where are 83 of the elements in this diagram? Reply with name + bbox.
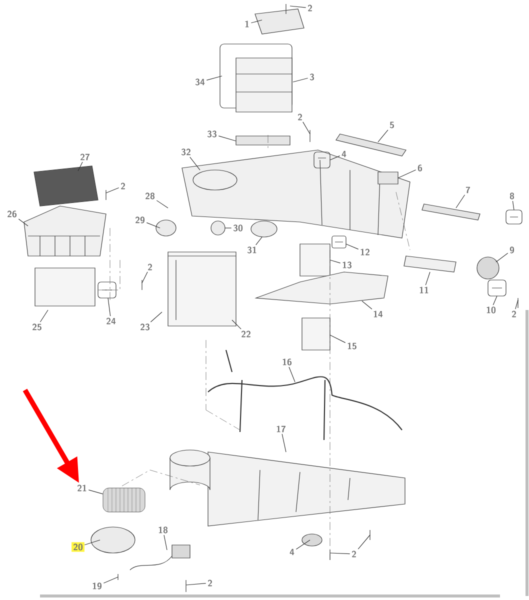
leader-line [142, 272, 148, 284]
leader-line [282, 434, 286, 452]
leader-line [296, 540, 310, 550]
callout-number: 23 [140, 324, 150, 330]
callout-number: 20 [72, 542, 84, 552]
leader-line [108, 298, 111, 316]
callout-number: 1 [245, 20, 249, 28]
callout-number: 26 [7, 210, 17, 218]
callout-number: 2 [298, 114, 302, 120]
leader-line [78, 162, 83, 172]
leader-line [218, 136, 236, 142]
leader-line [190, 156, 200, 170]
leader-line [288, 366, 296, 382]
leader-line [18, 218, 28, 226]
callout-number: 27 [80, 154, 90, 160]
callout-number: 22 [241, 330, 250, 338]
callout-number: 12 [360, 248, 370, 256]
leader-line [232, 320, 242, 330]
leader-line [512, 200, 514, 210]
leader-line [88, 490, 104, 494]
callout-number: 31 [247, 246, 256, 254]
leader-line [330, 156, 340, 160]
callout-number: 13 [342, 262, 352, 268]
leader-line [378, 130, 388, 142]
callout-number: 16 [282, 358, 292, 366]
callout-number: 30 [233, 224, 243, 232]
callout-number: 11 [420, 286, 428, 294]
leader-line [492, 296, 498, 306]
callout-number: 21 [77, 484, 86, 492]
leader-line [330, 260, 341, 264]
callout-number: 14 [374, 310, 383, 318]
callout-number: 3 [310, 74, 314, 80]
callout-number: 2 [120, 182, 125, 190]
callout-number: 10 [486, 306, 496, 314]
callout-number: 34 [195, 78, 205, 86]
callout-number: 8 [510, 192, 514, 200]
callout-number: 9 [510, 246, 514, 254]
callout-number: 6 [418, 164, 422, 172]
callout-number: 24 [106, 318, 116, 324]
leader-line [302, 122, 310, 134]
leader-line [84, 540, 100, 546]
callout-number: 4 [342, 150, 346, 158]
callout-number: 2 [512, 310, 516, 318]
callout-number: 33 [207, 130, 217, 138]
callout-number: 15 [348, 342, 356, 350]
callout-number: 2 [308, 4, 312, 12]
leader-line [496, 252, 508, 262]
callout-number: 2 [208, 580, 212, 586]
callout-number: 4 [290, 548, 294, 556]
leader-line [106, 187, 120, 194]
leader-line [290, 6, 306, 8]
callout-number: 5 [390, 122, 394, 128]
leader-line [515, 300, 518, 310]
leader-line [103, 576, 118, 584]
callout-number: 32 [181, 148, 190, 156]
leader-line [150, 312, 162, 322]
leader-line [456, 194, 466, 208]
callout-number: 18 [158, 526, 168, 534]
leader-line [330, 334, 346, 343]
leader-line [250, 20, 262, 24]
blower-wheel-drawing [102, 488, 146, 512]
callout-number: 25 [32, 324, 42, 330]
callout-number: 2 [148, 264, 152, 270]
leader-line [362, 300, 372, 310]
leader-line [292, 78, 308, 82]
leader-line [256, 236, 262, 246]
leader-line [330, 552, 350, 554]
callout-number: 19 [92, 582, 102, 590]
callout-number: 28 [145, 192, 155, 200]
leader-line [358, 534, 370, 550]
callout-number: 29 [135, 216, 145, 224]
leader-line [398, 170, 416, 178]
leader-line [206, 76, 222, 80]
leader-line [164, 534, 168, 550]
leader-line [186, 583, 206, 586]
callout-number: 2 [352, 550, 356, 558]
leader-line [156, 200, 168, 208]
leader-line [40, 310, 48, 322]
leader-line [146, 222, 160, 228]
callout-number: 7 [466, 186, 470, 194]
leader-line [346, 244, 359, 250]
leader-line [425, 272, 430, 286]
callout-number: 17 [276, 426, 286, 432]
